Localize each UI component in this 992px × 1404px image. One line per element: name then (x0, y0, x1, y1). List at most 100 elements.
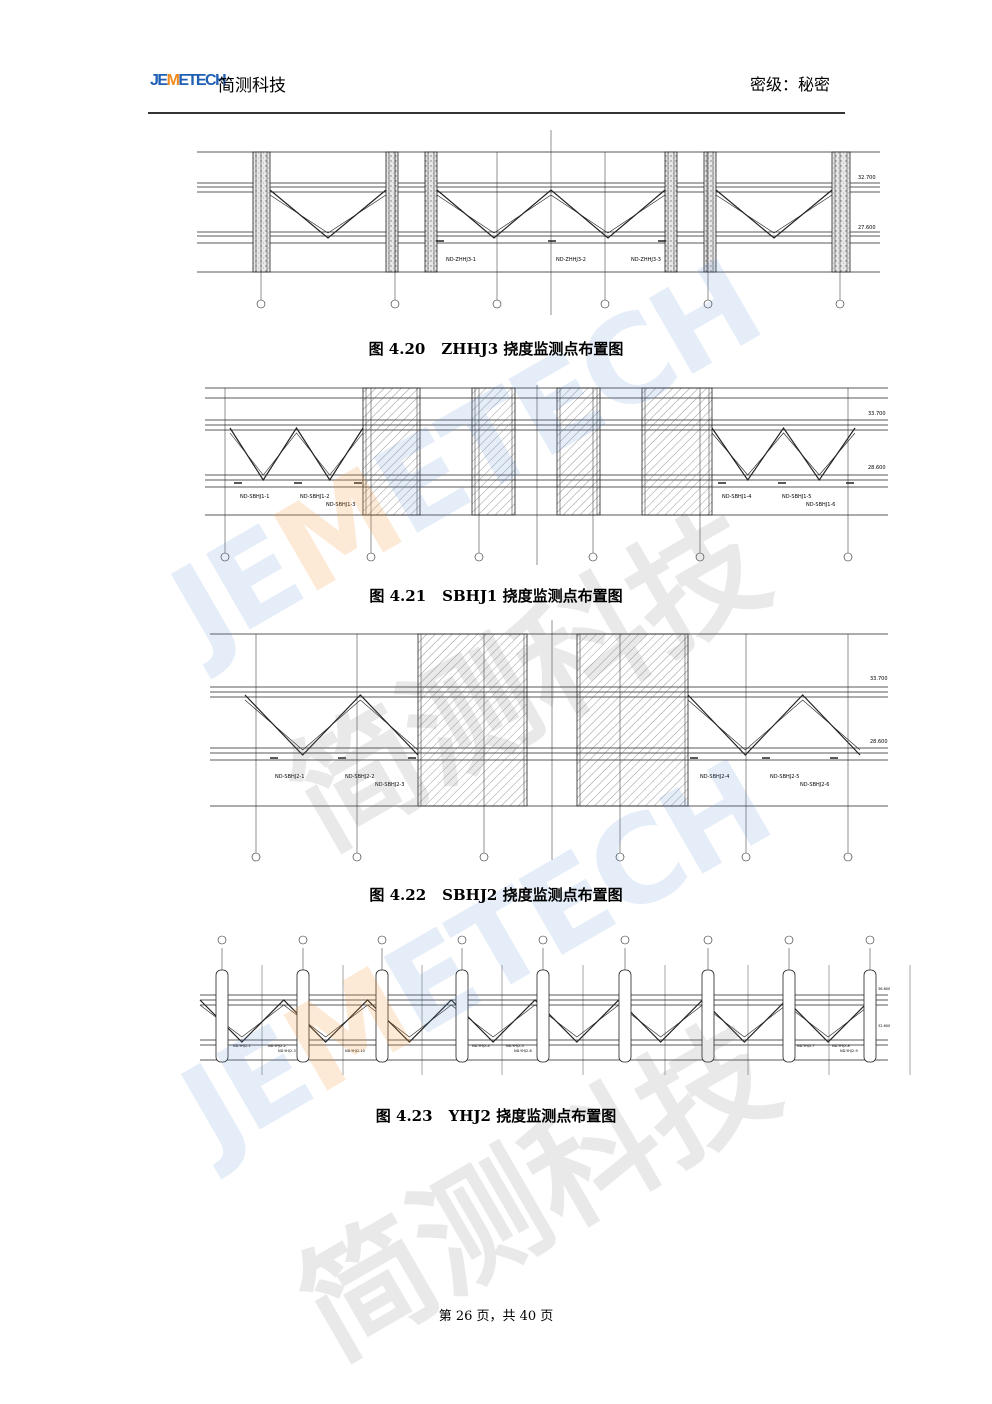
level-label: 36.600 (878, 987, 890, 991)
monitor-point-label: ND-SBHJ2-1 (275, 774, 304, 780)
level-label: 33.700 (870, 676, 888, 682)
truss-diagonal (244, 699, 419, 751)
axis-marker (298, 935, 308, 945)
axis-marker (474, 552, 484, 562)
axis-marker (457, 935, 467, 945)
column-section (664, 151, 678, 273)
figure-title: ZHHJ3 挠度监测点布置图 (441, 340, 624, 358)
figure-number: 图 4.22 (369, 886, 427, 904)
axis-marker (615, 852, 625, 862)
column-section (536, 969, 550, 1063)
company-name: 简测科技 (218, 76, 286, 96)
axis-marker (390, 299, 400, 309)
axis-marker (703, 935, 713, 945)
axis-marker (588, 552, 598, 562)
figure-4-20-drawing (197, 130, 880, 315)
column-section (782, 969, 796, 1063)
column-section (385, 151, 399, 273)
axis-marker (843, 552, 853, 562)
axis-marker (377, 935, 387, 945)
monitor-point-label: ND-YHJ2-10 (345, 1049, 365, 1053)
column-section (576, 633, 689, 807)
monitor-point-label: ND-SBHJ1-6 (806, 502, 835, 508)
column-section (703, 151, 717, 273)
column-section (296, 969, 310, 1063)
monitor-point-label: ND-SBHJ2-5 (770, 774, 799, 780)
truss-diagonal (199, 999, 871, 1043)
monitor-point-label: ND-SBHJ2-3 (375, 782, 404, 788)
truss-diagonal (687, 699, 861, 751)
column-section (641, 387, 713, 516)
level-label: 28.600 (868, 465, 886, 471)
axis-marker (256, 299, 266, 309)
monitor-point-label: ND-SBHJ1-5 (782, 494, 811, 500)
monitor-point-label: ND-YHJ2-5 (506, 1044, 524, 1048)
monitor-point-label: ND-SBHJ2-2 (345, 774, 374, 780)
axis-marker (865, 935, 875, 945)
level-label: 33.700 (868, 411, 886, 417)
axis-marker (251, 852, 261, 862)
axis-marker (703, 299, 713, 309)
figure-title: SBHJ1 挠度监测点布置图 (442, 587, 623, 605)
column-section (375, 969, 389, 1063)
column-section (424, 151, 438, 273)
figure-4-22-drawing (210, 620, 888, 862)
figure-title: YHJ2 挠度监测点布置图 (448, 1107, 617, 1125)
axis-marker (217, 935, 227, 945)
monitor-point-label: ND-YHJ2-3 (278, 1049, 296, 1053)
axis-marker (366, 552, 376, 562)
company-logo: JEMETECH (150, 72, 227, 90)
column-section (215, 969, 229, 1063)
monitor-point-label: ND-YHJ2-4 (472, 1044, 490, 1048)
figure-title: SBHJ2 挠度监测点布置图 (442, 886, 623, 904)
level-label: 27.600 (858, 225, 876, 231)
level-label: 28.600 (870, 739, 888, 745)
axis-marker (695, 552, 705, 562)
monitor-point-label: ND-ZHHJ3-1 (446, 257, 476, 263)
axis-marker (492, 299, 502, 309)
truss-diagonal (269, 189, 387, 239)
level-label: 32.600 (878, 1024, 890, 1028)
figure-number: 图 4.20 (368, 340, 426, 358)
monitor-point-label: ND-ZHHJ3-2 (556, 257, 586, 263)
figure-4-21-drawing (205, 385, 888, 565)
monitor-point-label: ND-SBHJ2-6 (800, 782, 829, 788)
header-divider (148, 112, 845, 114)
column-section (831, 151, 851, 273)
axis-marker (620, 935, 630, 945)
security-level: 密级：秘密 (749, 75, 830, 94)
logo-text: ETECH (178, 72, 226, 89)
monitor-point-label: ND-SBHJ2-4 (700, 774, 729, 780)
axis-marker (741, 852, 751, 862)
truss-diagonal (229, 432, 364, 476)
column-section (417, 633, 528, 807)
figure-caption: 图 4.20 ZHHJ3 挠度监测点布置图 (0, 338, 992, 359)
column-section (618, 969, 632, 1063)
truss-diagonal (199, 1004, 871, 1038)
monitor-point-label: ND-ZHHJ3-3 (631, 257, 661, 263)
axis-marker (600, 299, 610, 309)
monitor-point-label: ND-SBHJ1-3 (326, 502, 355, 508)
column-section (701, 969, 715, 1063)
axis-marker (220, 552, 230, 562)
truss-diagonal (269, 194, 387, 234)
axis-marker (835, 299, 845, 309)
monitor-point-label: ND-YHJ2-6 (514, 1049, 532, 1053)
level-label: 32.700 (858, 175, 876, 181)
column-section (863, 969, 877, 1063)
column-section (362, 387, 421, 516)
column-section (252, 151, 271, 273)
monitor-point-label: ND-SBHJ1-4 (722, 494, 751, 500)
axis-marker (538, 935, 548, 945)
axis-marker (352, 852, 362, 862)
monitor-point-label: ND-YHJ2-2 (268, 1044, 286, 1048)
monitor-point-label: ND-SBHJ1-2 (300, 494, 329, 500)
truss-diagonal (229, 426, 364, 482)
column-section (455, 969, 469, 1063)
monitor-point-label: ND-YHJ2-1 (233, 1044, 251, 1048)
logo-text: JE (150, 72, 168, 89)
truss-diagonal (711, 426, 856, 482)
truss-diagonal (711, 432, 856, 476)
